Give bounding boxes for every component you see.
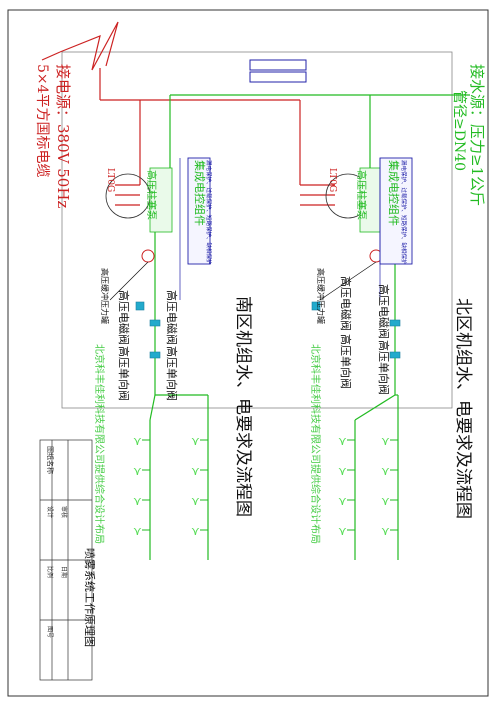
south-pressure-tank-label: 高压缓冲压力罐 bbox=[100, 268, 110, 324]
sheet-label: 图号 bbox=[46, 626, 53, 638]
power-source-title: 接电源：380V 50Hz bbox=[54, 64, 72, 208]
power-cable-label: 5×4平方国标电缆 bbox=[34, 64, 50, 178]
north-motor-label: LT0G bbox=[327, 168, 337, 192]
south-solenoid-label: 高压电磁阀 bbox=[117, 290, 131, 345]
south-motor-label: LT0G bbox=[105, 168, 115, 192]
svg-text:⋎: ⋎ bbox=[338, 494, 347, 508]
drawing-name-label: 图纸名称 bbox=[46, 446, 55, 474]
cabinet-frame bbox=[61, 51, 453, 409]
north-controller-sub: 漏电保护、过载保护、短路保护、缺相保护 bbox=[400, 160, 408, 265]
svg-text:⋎: ⋎ bbox=[381, 494, 390, 508]
south-company-note: 北京科丰佳利科技有限公司提供综合设计布局 bbox=[93, 344, 106, 544]
svg-text:⋎: ⋎ bbox=[133, 464, 142, 478]
svg-text:⋎: ⋎ bbox=[133, 494, 142, 508]
svg-text:⋎: ⋎ bbox=[133, 524, 142, 538]
tank-box bbox=[249, 59, 307, 71]
date-label: 日期 bbox=[60, 566, 68, 578]
svg-text:⋎: ⋎ bbox=[191, 464, 200, 478]
north-zone-title: 北区机组水、电要求及流程图 bbox=[453, 298, 473, 519]
svg-text:⋎: ⋎ bbox=[381, 464, 390, 478]
tank-box bbox=[249, 71, 307, 83]
nozzle-branches bbox=[142, 439, 398, 531]
north-company-note: 北京科丰佳利科技有限公司提供综合设计布局 bbox=[309, 344, 322, 544]
nozzle-icons: ⋎ ⋎ ⋎ ⋎ ⋎ ⋎ ⋎ ⋎ ⋎ ⋎ ⋎ ⋎ ⋎ ⋎ ⋎ ⋎ bbox=[133, 434, 390, 538]
pressure-tank-icon bbox=[141, 249, 155, 263]
design-label: 设计 bbox=[46, 506, 54, 518]
north-controller-label: 集成电控组件 bbox=[387, 160, 401, 226]
water-source-title: 接水源：压力≥1公斤 bbox=[468, 64, 486, 206]
north-solenoid-label: 高压电磁阀 bbox=[339, 276, 353, 331]
pump-box bbox=[149, 167, 383, 233]
svg-text:⋎: ⋎ bbox=[191, 494, 200, 508]
svg-text:⋎: ⋎ bbox=[338, 464, 347, 478]
south-solenoid-label-2: 高压电磁阀 bbox=[165, 290, 179, 345]
south-controller-label: 集成电控组件 bbox=[193, 160, 207, 226]
north-pump-label: 高压柱塞泵 bbox=[355, 170, 368, 220]
north-solenoid-label-2: 高压电磁阀 bbox=[377, 284, 391, 339]
svg-text:⋎: ⋎ bbox=[381, 524, 390, 538]
title-block bbox=[39, 439, 93, 681]
north-check-valve-label-2: 高压单向阀 bbox=[377, 340, 391, 395]
controller-wiring bbox=[179, 158, 381, 300]
svg-text:⋎: ⋎ bbox=[191, 434, 200, 448]
valve-icons bbox=[135, 301, 401, 359]
svg-text:⋎: ⋎ bbox=[133, 434, 142, 448]
svg-text:⋎: ⋎ bbox=[191, 524, 200, 538]
check-label: 审核 bbox=[60, 506, 68, 518]
scale-label: 比例 bbox=[46, 566, 54, 578]
south-check-valve-label-2: 高压单向阀 bbox=[165, 346, 179, 401]
south-controller-sub: 漏电保护、过载保护、短路保护、缺相保护 bbox=[205, 160, 213, 265]
water-pipe-label: 管径≥DN40 bbox=[451, 90, 467, 171]
north-check-valve-label: 高压单向阀 bbox=[339, 334, 353, 389]
north-pressure-tank-label: 高压缓冲压力罐 bbox=[316, 268, 326, 324]
drawing-title: 喷雾系统工作原理图 bbox=[83, 548, 96, 647]
south-pump-label: 高压柱塞泵 bbox=[145, 170, 158, 220]
controller-box bbox=[187, 157, 413, 265]
sheet-border bbox=[7, 9, 489, 697]
svg-text:⋎: ⋎ bbox=[381, 434, 390, 448]
south-zone-title: 南区机组水、电要求及流程图 bbox=[233, 296, 253, 517]
svg-text:⋎: ⋎ bbox=[338, 434, 347, 448]
south-check-valve-label: 高压单向阀 bbox=[117, 346, 131, 401]
svg-text:⋎: ⋎ bbox=[338, 524, 347, 538]
